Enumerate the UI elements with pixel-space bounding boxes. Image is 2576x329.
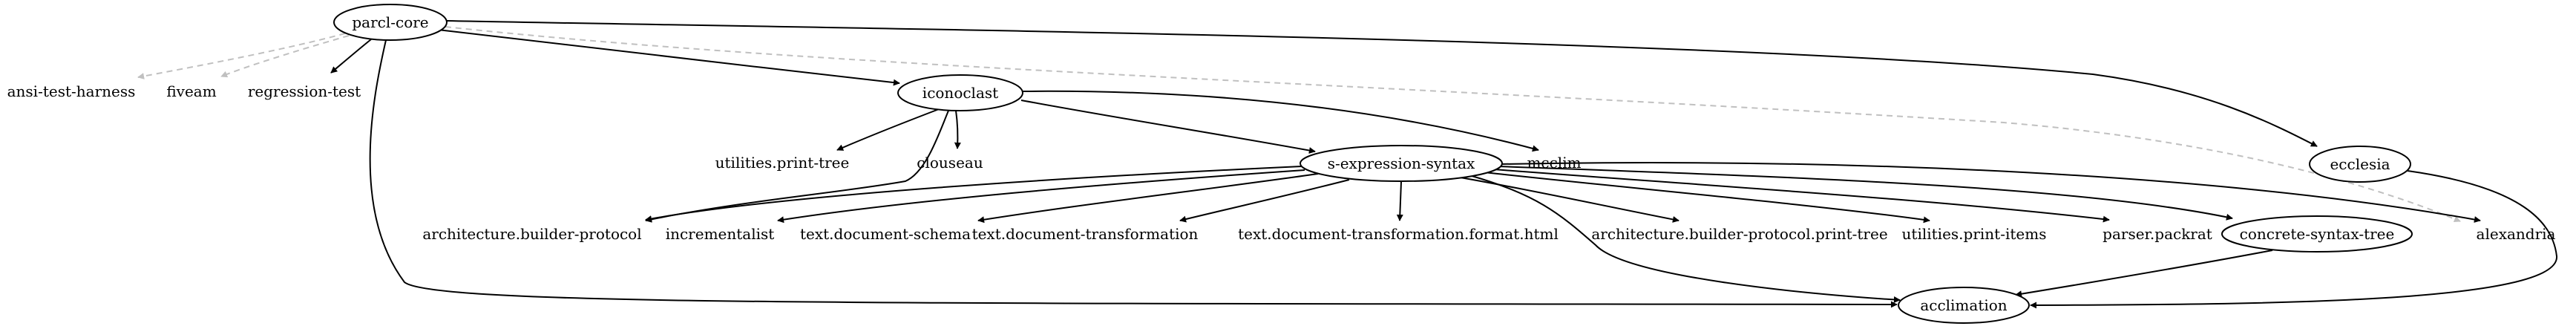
edge-ecclesia-to-acclimation xyxy=(2030,170,2558,309)
edge-s-expression-syntax-to-acclimation xyxy=(1469,175,1901,303)
edge-s-expression-syntax-to-architecture.builder-protocol.print-tree xyxy=(1455,176,1679,223)
edge-parcl-core-to-acclimation xyxy=(369,39,1898,308)
edge-parcl-core-to-alexandria xyxy=(445,26,2461,223)
node-label-ecclesia: ecclesia xyxy=(2330,155,2390,173)
node-label-incrementalist: incrementalist xyxy=(666,225,775,243)
node-label-clouseau: clouseau xyxy=(917,154,983,172)
node-label-text.document-schema: text.document-schema xyxy=(800,225,971,243)
node-regression-test: regression-test xyxy=(248,82,361,100)
node-label-ansi-test-harness: ansi-test-harness xyxy=(7,82,136,100)
node-ecclesia: ecclesia xyxy=(2309,146,2411,183)
node-ellipse-concrete-syntax-tree xyxy=(2221,215,2413,253)
edge-s-expression-syntax-to-text.document-schema xyxy=(977,173,1319,224)
edge-s-expression-syntax-to-alexandria xyxy=(1500,162,2481,223)
node-label-architecture.builder-protocol: architecture.builder-protocol xyxy=(422,225,641,243)
node-parser.packrat: parser.packrat xyxy=(2103,225,2212,243)
node-ellipse-iconoclast xyxy=(897,74,1023,111)
node-label-regression-test: regression-test xyxy=(248,82,361,100)
edge-s-expression-syntax-to-text.document-transformation xyxy=(1179,179,1350,223)
node-label-utilities.print-items: utilities.print-items xyxy=(1902,225,2047,243)
node-alexandria: alexandria xyxy=(2477,225,2556,243)
node-text.document-transformation: text.document-transformation xyxy=(972,225,1199,243)
node-ellipse-ecclesia xyxy=(2309,146,2411,183)
node-label-text.document-transformation: text.document-transformation xyxy=(972,225,1199,243)
edge-iconoclast-to-utilities.print-tree xyxy=(836,108,940,151)
node-label-alexandria: alexandria xyxy=(2477,225,2556,243)
node-label-parser.packrat: parser.packrat xyxy=(2103,225,2212,243)
edge-iconoclast-to-s-expression-syntax xyxy=(1020,100,1316,154)
node-acclimation: acclimation xyxy=(1898,287,2030,324)
node-label-acclimation: acclimation xyxy=(1920,296,2007,314)
node-text.document-schema: text.document-schema xyxy=(800,225,971,243)
node-ansi-test-harness: ansi-test-harness xyxy=(7,82,136,100)
edge-iconoclast-to-clouseau xyxy=(954,110,961,149)
node-text.document-transformation.format.html: text.document-transformation.format.html xyxy=(1238,225,1559,243)
node-utilities.print-tree: utilities.print-tree xyxy=(715,154,850,172)
node-iconoclast: iconoclast xyxy=(897,74,1023,111)
edge-s-expression-syntax-to-text.document-transformation.format.html xyxy=(1396,181,1403,221)
edge-s-expression-syntax-to-utilities.print-items xyxy=(1484,172,1930,224)
node-label-utilities.print-tree: utilities.print-tree xyxy=(715,154,850,172)
edge-s-expression-syntax-to-incrementalist xyxy=(777,169,1305,224)
node-parcl-core: parcl-core xyxy=(333,4,448,41)
node-concrete-syntax-tree: concrete-syntax-tree xyxy=(2221,215,2413,253)
edge-parcl-core-to-iconoclast xyxy=(437,29,900,86)
node-label-text.document-transformation.format.html: text.document-transformation.format.html xyxy=(1238,225,1559,243)
node-ellipse-s-expression-syntax xyxy=(1300,145,1503,182)
edge-s-expression-syntax-to-architecture.builder-protocol xyxy=(645,166,1302,222)
node-mcclim: mcclim xyxy=(1527,154,1581,172)
node-label-fiveam: fiveam xyxy=(166,82,216,100)
node-label-parcl-core: parcl-core xyxy=(352,13,428,31)
node-architecture.builder-protocol.print-tree: architecture.builder-protocol.print-tree xyxy=(1591,225,1887,243)
node-s-expression-syntax: s-expression-syntax xyxy=(1300,145,1503,182)
node-fiveam: fiveam xyxy=(166,82,216,100)
node-utilities.print-items: utilities.print-items xyxy=(1902,225,2047,243)
node-label-architecture.builder-protocol.print-tree: architecture.builder-protocol.print-tree xyxy=(1591,225,1887,243)
node-label-iconoclast: iconoclast xyxy=(922,84,998,102)
node-label-s-expression-syntax: s-expression-syntax xyxy=(1328,154,1475,172)
node-label-mcclim: mcclim xyxy=(1527,154,1581,172)
edge-concrete-syntax-tree-to-acclimation xyxy=(2015,250,2273,298)
edge-parcl-core-to-regression-test xyxy=(330,39,372,74)
edge-iconoclast-to-architecture.builder-protocol xyxy=(645,110,949,223)
edge-parcl-core-to-ansi-test-harness xyxy=(137,33,346,79)
edge-iconoclast-to-mcclim xyxy=(1020,90,1539,152)
node-clouseau: clouseau xyxy=(917,154,983,172)
node-ellipse-parcl-core xyxy=(333,4,448,41)
node-label-concrete-syntax-tree: concrete-syntax-tree xyxy=(2240,225,2395,243)
node-incrementalist: incrementalist xyxy=(666,225,775,243)
node-architecture.builder-protocol: architecture.builder-protocol xyxy=(422,225,641,243)
edge-s-expression-syntax-to-concrete-syntax-tree xyxy=(1497,166,2233,221)
edge-s-expression-syntax-to-parser.packrat xyxy=(1492,169,2110,223)
nodes: parcl-core ansi-test-harness fiveam regress… xyxy=(7,4,2556,324)
node-ellipse-acclimation xyxy=(1898,287,2030,324)
edge-parcl-core-to-ecclesia xyxy=(446,20,2318,147)
edge-parcl-core-to-fiveam xyxy=(220,35,350,78)
edges xyxy=(137,20,2558,309)
